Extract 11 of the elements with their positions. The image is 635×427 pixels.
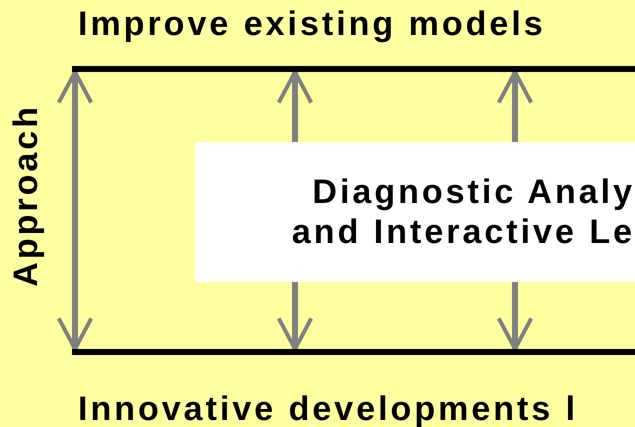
arrow	[496, 282, 534, 351]
arrow	[276, 70, 314, 142]
boundary-line	[72, 349, 635, 427]
text-panel	[195, 142, 635, 282]
boundary-heading: Innovative developments l	[78, 389, 578, 427]
double-arrow	[56, 70, 94, 351]
panel-text: Diagnostic Analy and Interactive Le	[290, 172, 635, 252]
axis-label: Approach	[6, 104, 46, 287]
arrow	[276, 282, 314, 351]
boundary-heading: Improve existing models	[78, 4, 546, 44]
arrow	[496, 70, 534, 142]
